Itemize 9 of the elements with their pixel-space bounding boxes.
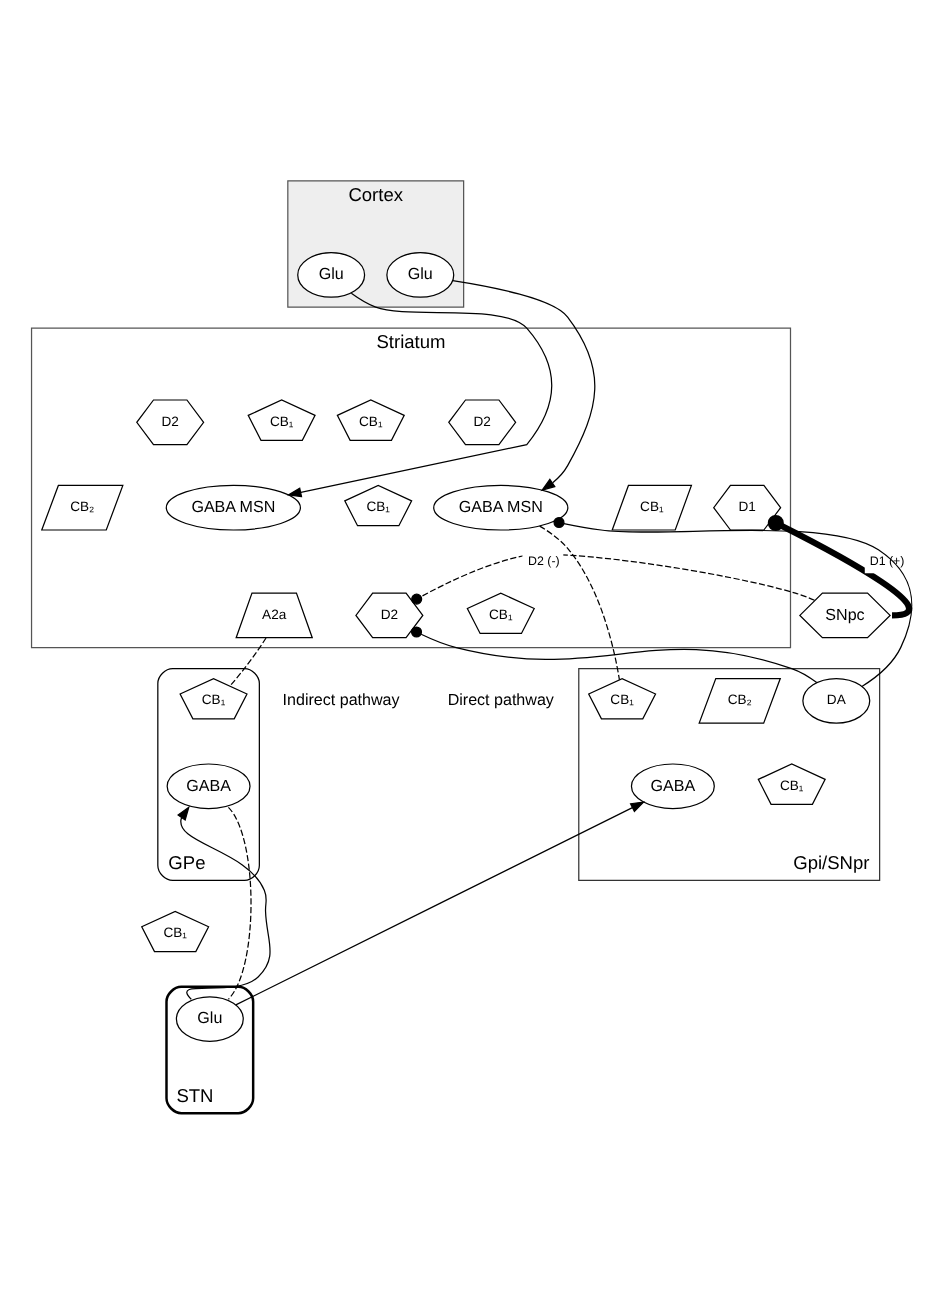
connector (227, 805, 252, 999)
arrow (235, 800, 646, 1005)
connector (410, 625, 818, 683)
connector (411, 552, 816, 604)
arrow (452, 278, 596, 491)
connector (229, 636, 267, 686)
arrow (286, 291, 553, 497)
connector (539, 524, 620, 680)
arrow (177, 804, 271, 999)
